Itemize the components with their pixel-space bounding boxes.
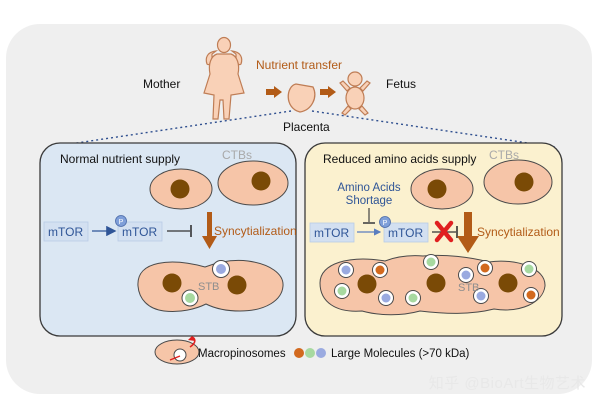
macropinosome-vesicle: [423, 254, 439, 270]
syncytialization-label: Syncytialization: [477, 225, 560, 239]
fetus-label: Fetus: [386, 77, 416, 91]
zoom-line-right: [311, 110, 556, 148]
molecule-blue-icon: [316, 348, 326, 358]
macropinosome-vesicle: [334, 283, 350, 299]
phosphate-badge-icon: [115, 215, 127, 227]
macropinosome-vesicle: [372, 262, 388, 278]
transfer-arrow-right: [320, 86, 336, 98]
macropinosome-vesicle: [378, 290, 394, 306]
mtor-phospho-label: mTOR: [122, 225, 157, 239]
macropinosome-vesicle: [523, 287, 539, 303]
mtor-box: [43, 221, 89, 242]
molecule-green-icon: [185, 293, 195, 303]
nutrient-transfer-label: Nutrient transfer: [256, 58, 342, 72]
macropinosome-vesicle: [477, 260, 493, 276]
amino-acids-shortage-line2: Shortage: [346, 195, 393, 207]
legend-large-molecules-label: Large Molecules (>70 kDa): [331, 348, 470, 360]
mtor-phospho-label: mTOR: [388, 226, 423, 240]
molecule-orange-icon: [294, 348, 304, 358]
ctbs-label: CTBs: [222, 148, 252, 162]
phosphate-p-label: P: [383, 220, 388, 227]
amino-acids-shortage-line1: Amino Acids: [337, 182, 401, 194]
molecule-blue-icon: [216, 264, 226, 274]
phosphate-p-label: P: [119, 219, 124, 226]
stb-label: STB: [458, 282, 479, 294]
panel-title-normal: Normal nutrient supply: [60, 152, 180, 166]
mother-figure-icon: [203, 36, 245, 120]
macropinosome-vesicle: [405, 290, 421, 306]
legend-macropinosomes-label: Macropinosomes: [198, 348, 286, 360]
placenta-label: Placenta: [283, 120, 330, 134]
placenta-icon: [287, 83, 316, 113]
blocked-cross-icon: [434, 220, 454, 243]
macropinosome-vesicle: [521, 261, 537, 277]
stb-syncytium: [137, 259, 284, 312]
transfer-arrow-left: [266, 86, 282, 98]
zoom-line-left: [49, 110, 292, 148]
enhanced-syncytialization-arrow-icon: [457, 212, 479, 253]
mtor-phospho-box: [117, 221, 163, 242]
ctbs-label: CTBs: [489, 148, 519, 162]
syncytialization-label: Syncytialization: [214, 224, 297, 238]
syncytialization-arrow-icon: [202, 212, 217, 249]
mtor-label: mTOR: [48, 225, 83, 239]
macropinosome-vesicle: [458, 267, 474, 283]
stb-label: STB: [198, 281, 219, 293]
mtor-label: mTOR: [314, 226, 349, 240]
phosphate-badge-icon: [379, 216, 391, 228]
panel-title-reduced: Reduced amino acids supply: [323, 152, 476, 166]
macropinosome-legend-icon: [154, 336, 200, 365]
macropinosome-vesicle: [338, 262, 354, 278]
macropinosome-vesicle: [473, 288, 489, 304]
mtor-phospho-box: [383, 222, 429, 243]
watermark: 知乎 @BioArt生物艺术: [428, 375, 586, 392]
molecule-green-icon: [305, 348, 315, 358]
fetus-baby-icon: [339, 71, 371, 116]
ctb-cells: [410, 159, 553, 210]
mother-label: Mother: [143, 77, 180, 91]
mtor-box: [309, 222, 355, 243]
ctb-cells: [149, 160, 289, 210]
